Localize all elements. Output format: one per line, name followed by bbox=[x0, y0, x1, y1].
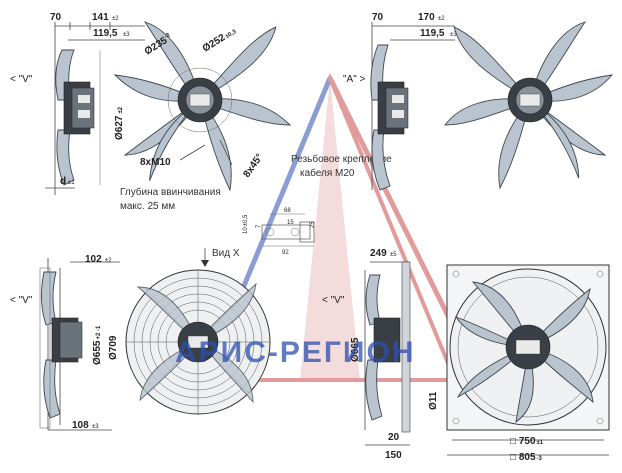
side-view-bottom-right bbox=[364, 261, 411, 446]
cable-note-1: Резьбовое крепление bbox=[291, 153, 392, 165]
dim-655: Ø655+2 -1 bbox=[92, 325, 103, 365]
dim-11: Ø11 bbox=[428, 391, 439, 410]
dim-665: Ø665 bbox=[350, 337, 361, 362]
dim-102: 102 bbox=[85, 254, 102, 265]
angle-spec: 8x45° bbox=[241, 152, 265, 180]
fan-guard-bottom bbox=[125, 269, 271, 415]
view-x-label: Вид X bbox=[212, 248, 240, 259]
dim-150: 150 bbox=[385, 450, 402, 461]
view-label-v-top: < "V" bbox=[10, 74, 33, 85]
dim-119-5-tol: ±3 bbox=[123, 32, 130, 38]
dim-119-5-right: 119,5 bbox=[420, 28, 445, 39]
dim-170: 170 bbox=[418, 12, 435, 23]
dim-119-5-right-tol: ±3 bbox=[450, 32, 457, 38]
dim-141: 141 bbox=[92, 12, 109, 23]
view-label-a: "A" > bbox=[343, 74, 366, 85]
watermark-text: АРИС-РЕГИОН bbox=[175, 336, 415, 369]
view-label-v-bottom-right: < "V" bbox=[322, 295, 345, 306]
fan-front-top bbox=[113, 21, 292, 192]
dim-249: 249 bbox=[370, 248, 387, 259]
side-view-bottom-left bbox=[39, 258, 120, 431]
depth-note-1: Глубина ввинчивания bbox=[120, 186, 221, 198]
dim-249-tol: ±5 bbox=[390, 252, 397, 258]
dim-805: □ 805-3 bbox=[510, 452, 543, 463]
dim-d: d bbox=[60, 176, 66, 187]
watermark-logo bbox=[202, 72, 458, 382]
view-label-v-bottom-left: < "V" bbox=[10, 295, 33, 306]
view-x-arrow bbox=[201, 260, 209, 267]
dim-92: 92 bbox=[282, 250, 289, 256]
dim-25: 25 bbox=[310, 221, 316, 228]
dim-141-tol: ±2 bbox=[112, 16, 119, 22]
dim-627: Ø627±2 bbox=[114, 106, 125, 140]
dim-709: Ø709 bbox=[108, 335, 119, 360]
dim-102-tol: ±2 bbox=[105, 258, 112, 264]
fan-panel-bottom-right bbox=[446, 264, 610, 456]
dim-d-tol: ±1 bbox=[68, 180, 75, 186]
dim-15: 15 bbox=[287, 220, 294, 226]
dim-750: □ 750±1 bbox=[510, 436, 544, 447]
dim-108: 108 bbox=[72, 420, 89, 431]
dim-119-5: 119,5 bbox=[93, 28, 118, 39]
dim-20: 20 bbox=[388, 432, 400, 443]
dim-70-right: 70 bbox=[372, 12, 384, 23]
dim-10: 10±0,5 bbox=[243, 214, 249, 234]
dim-70-left: 70 bbox=[50, 12, 62, 23]
depth-note-2: макс. 25 мм bbox=[120, 201, 175, 212]
dim-108-tol: ±3 bbox=[92, 424, 99, 430]
side-view-top-left bbox=[45, 22, 145, 195]
dim-7: 7 bbox=[256, 224, 262, 228]
fan-rear-top bbox=[444, 21, 614, 190]
dim-252: Ø252±0,3 bbox=[201, 25, 239, 54]
mount-detail bbox=[261, 213, 315, 247]
dim-68: 68 bbox=[284, 208, 291, 214]
side-view-top-right bbox=[370, 22, 455, 191]
dim-170-tol: ±2 bbox=[438, 16, 445, 22]
bolt-spec: 8xM10 bbox=[140, 157, 171, 168]
cable-note-2: кабеля M20 bbox=[300, 167, 355, 179]
